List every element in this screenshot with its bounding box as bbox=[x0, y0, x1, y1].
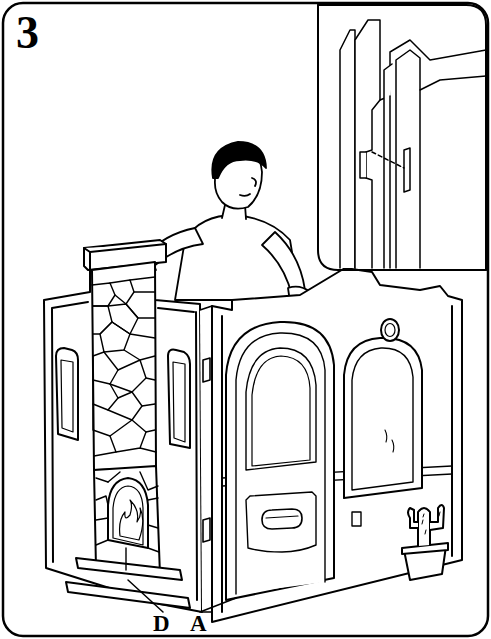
part-letter: D bbox=[153, 612, 170, 635]
part-letter: A bbox=[190, 612, 207, 635]
step-number: 3 bbox=[16, 10, 39, 56]
